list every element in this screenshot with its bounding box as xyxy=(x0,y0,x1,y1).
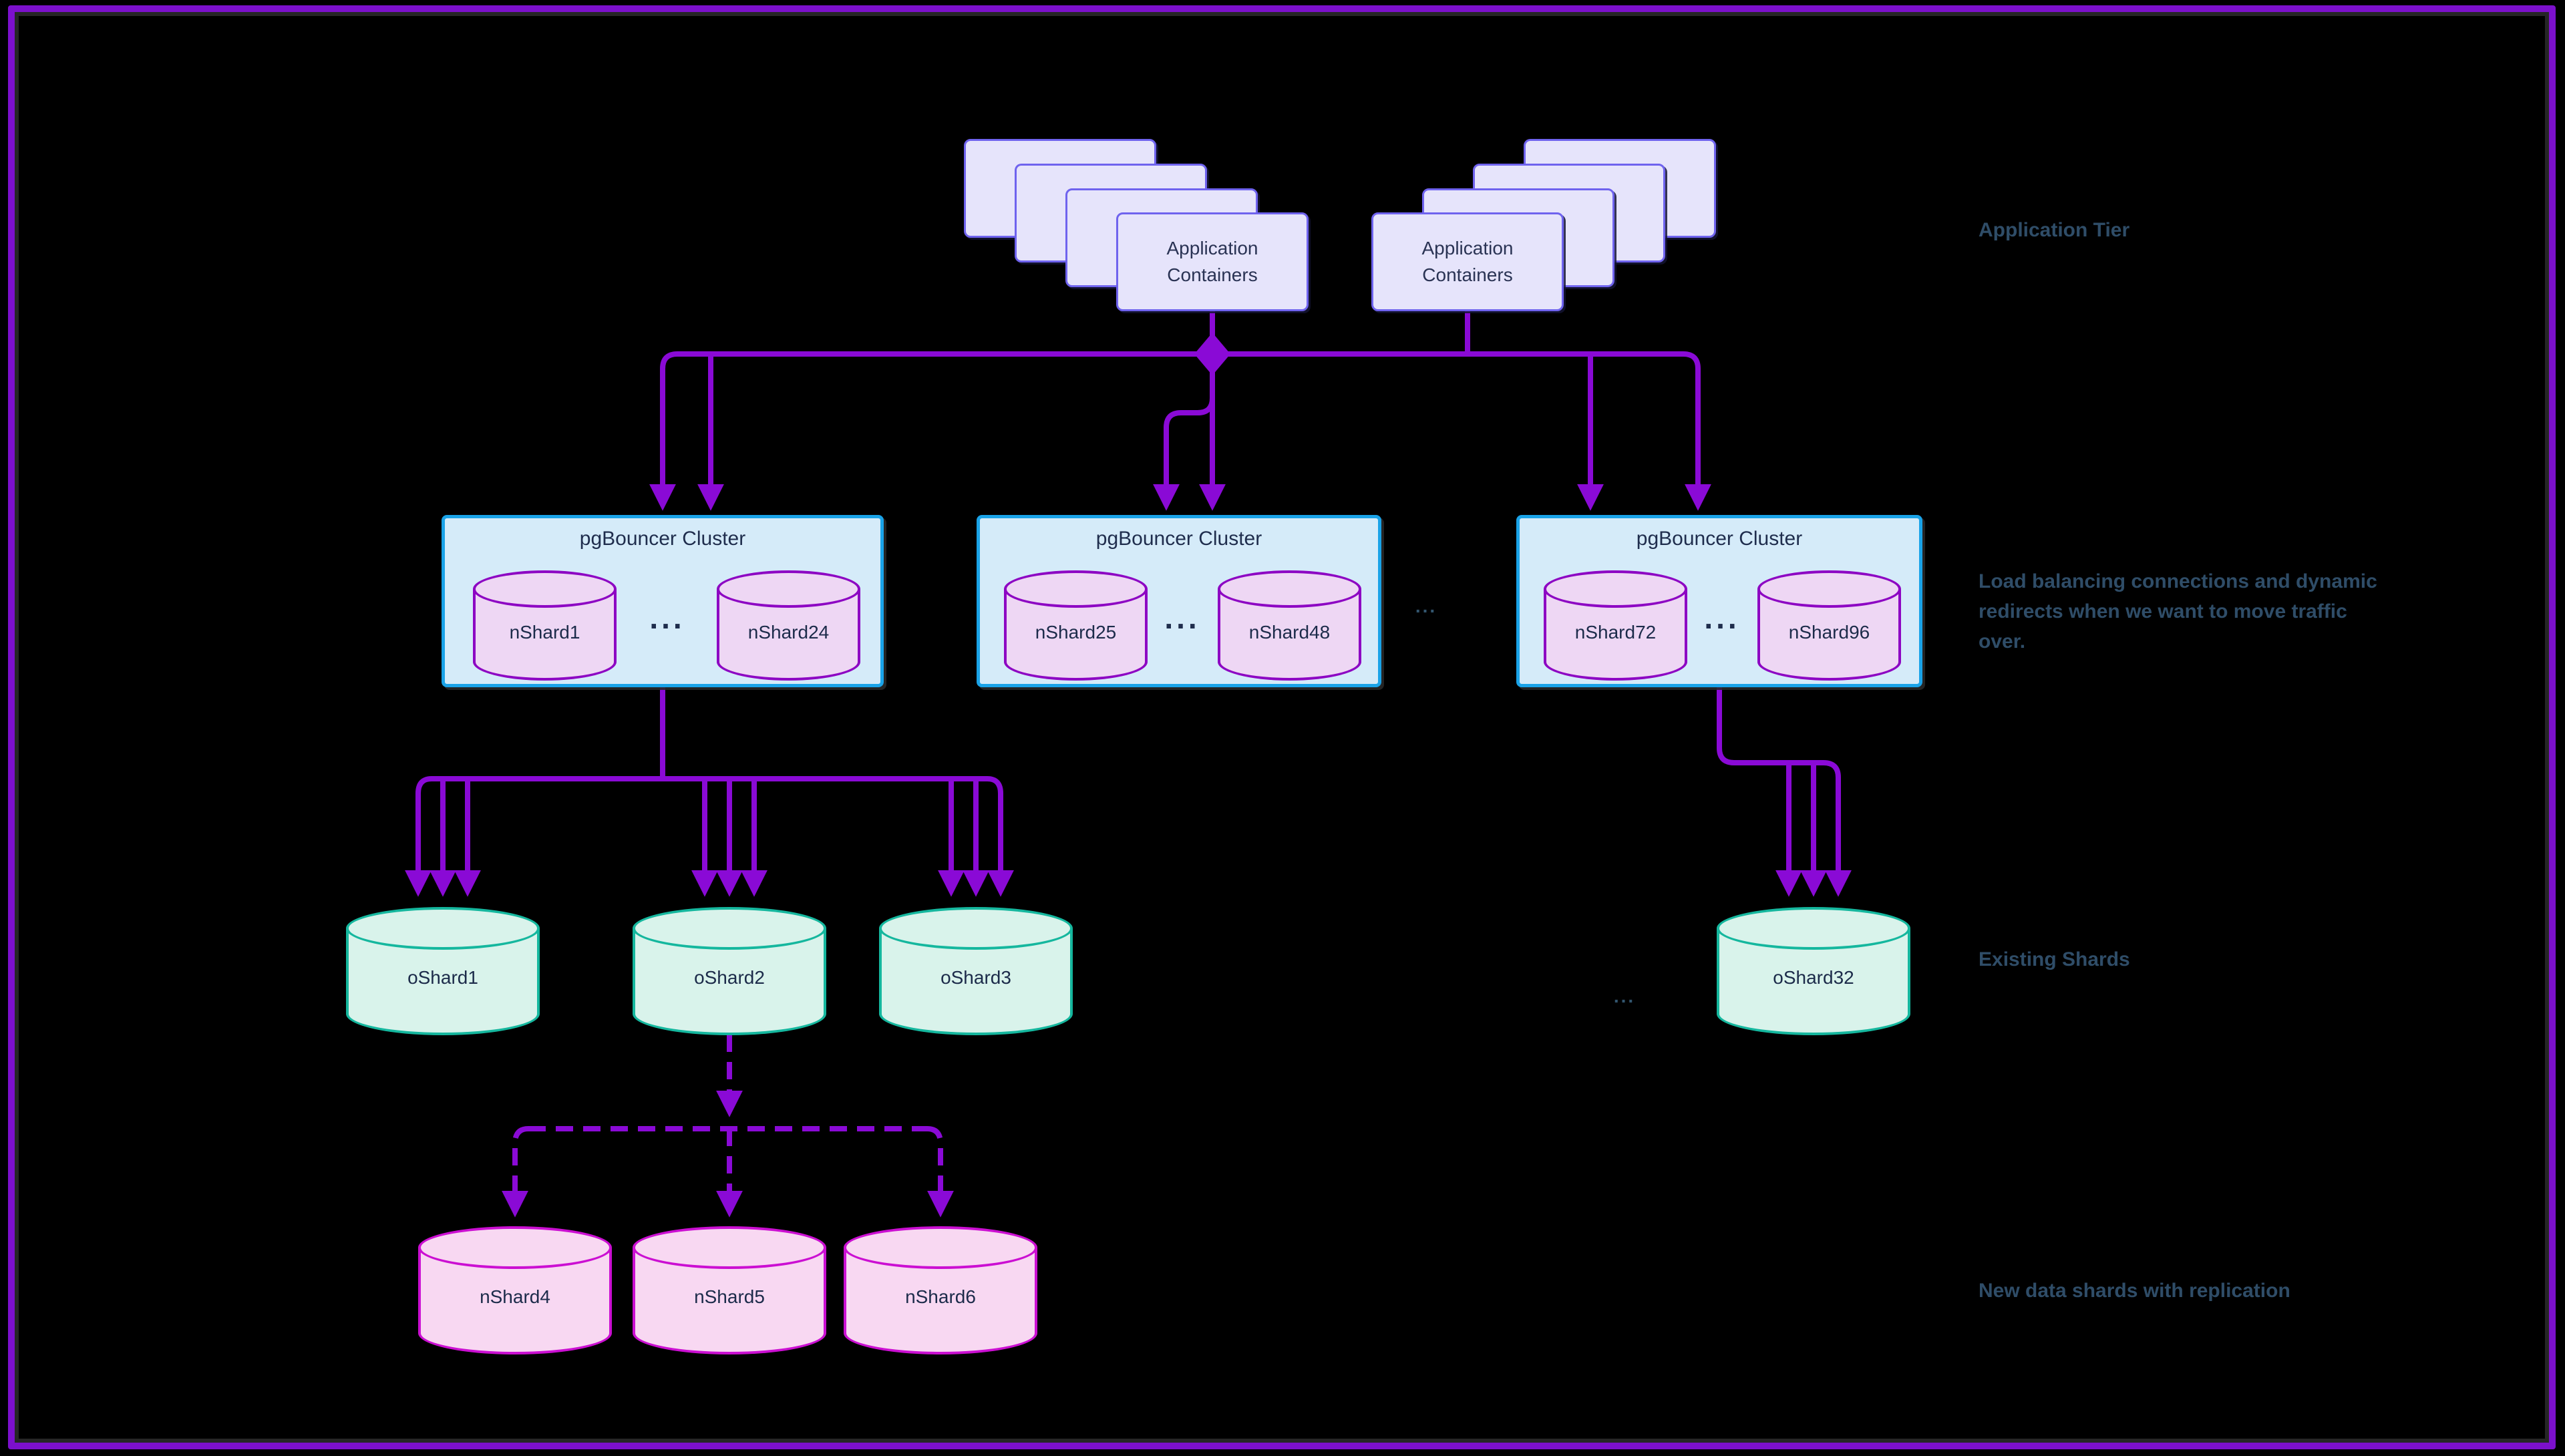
app-stack-right-label-line1: Application xyxy=(1421,238,1514,258)
nshard6-cylinder: nShard6 xyxy=(844,1226,1037,1354)
app-stack-right: Application Containers xyxy=(1371,212,1564,311)
nshard5-label: nShard5 xyxy=(694,1286,765,1307)
pgbouncer-cluster-1: pgBouncer Cluster nShard1 ... nShard24 xyxy=(442,515,884,687)
cylinder-cap xyxy=(1004,570,1148,608)
app-stack-left: Application Containers xyxy=(1116,212,1309,311)
app-stack-right-label-line2: Containers xyxy=(1422,264,1513,285)
app-stack-left-label-line1: Application xyxy=(1166,238,1258,258)
load-balancing-note-line3: over. xyxy=(1979,630,2026,653)
cylinder-cap xyxy=(473,570,617,608)
nshard4-cylinder: nShard4 xyxy=(418,1226,612,1354)
nshard96-label: nShard96 xyxy=(1788,621,1870,643)
nshard48-label: nShard48 xyxy=(1248,621,1331,643)
nshard25-cylinder: nShard25 xyxy=(1004,570,1148,681)
oshard32-label: oShard32 xyxy=(1773,967,1854,988)
cylinder-cap xyxy=(633,1226,826,1269)
cylinder-cap xyxy=(418,1226,612,1269)
application-tier-label: Application Tier xyxy=(1979,219,2130,241)
pgbouncer-cluster-1-title: pgBouncer Cluster xyxy=(579,528,746,550)
nshard72-cylinder: nShard72 xyxy=(1544,570,1687,681)
nshard6-label: nShard6 xyxy=(905,1286,976,1307)
between-clusters-ellipsis: ... xyxy=(1415,596,1437,616)
nshard72-label: nShard72 xyxy=(1574,621,1657,643)
new-shards-label: New data shards with replication xyxy=(1979,1280,2290,1302)
cylinder-cap xyxy=(879,907,1073,950)
oshard1-cylinder: oShard1 xyxy=(346,907,540,1035)
cluster-1-ellipsis: ... xyxy=(649,600,685,635)
existing-shards-label: Existing Shards xyxy=(1979,948,2130,970)
nshard4-label: nShard4 xyxy=(480,1286,550,1307)
cluster-3-ellipsis: ... xyxy=(1704,600,1740,635)
nshard48-cylinder: nShard48 xyxy=(1218,570,1361,681)
cylinder-cap xyxy=(1757,570,1901,608)
oshard32-cylinder: oShard32 xyxy=(1717,907,1910,1035)
cylinder-cap xyxy=(346,907,540,950)
cylinder-cap xyxy=(633,907,826,950)
oshard2-label: oShard2 xyxy=(694,967,765,988)
cylinder-cap xyxy=(1717,907,1910,950)
oshard2-cylinder: oShard2 xyxy=(633,907,826,1035)
cluster-2-ellipsis: ... xyxy=(1164,600,1200,635)
pgbouncer-cluster-2-title: pgBouncer Cluster xyxy=(1095,528,1262,550)
nshard5-cylinder: nShard5 xyxy=(633,1226,826,1354)
nshard1-label: nShard1 xyxy=(509,621,580,643)
nshard24-label: nShard24 xyxy=(747,621,830,643)
oshard1-label: oShard1 xyxy=(407,967,478,988)
oshard3-label: oShard3 xyxy=(940,967,1011,988)
oshard3-cylinder: oShard3 xyxy=(879,907,1073,1035)
cylinder-cap xyxy=(717,570,860,608)
nshard96-cylinder: nShard96 xyxy=(1757,570,1901,681)
app-stack-left-label-line2: Containers xyxy=(1167,264,1258,285)
diagram-frame-border xyxy=(8,5,2556,1449)
cylinder-cap xyxy=(1218,570,1361,608)
pgbouncer-cluster-3-title: pgBouncer Cluster xyxy=(1636,528,1803,550)
load-balancing-note-line2: redirects when we want to move traffic xyxy=(1979,600,2347,622)
nshard25-label: nShard25 xyxy=(1035,621,1117,643)
load-balancing-note: Load balancing connections and dynamic r… xyxy=(1979,566,2379,657)
between-oshards-ellipsis: ... xyxy=(1613,986,1636,1007)
cylinder-cap xyxy=(844,1226,1037,1269)
cylinder-cap xyxy=(1544,570,1687,608)
pgbouncer-cluster-2: pgBouncer Cluster nShard25 ... nShard48 xyxy=(977,515,1381,687)
nshard24-cylinder: nShard24 xyxy=(717,570,860,681)
load-balancing-note-line1: Load balancing connections and dynamic xyxy=(1979,570,2377,592)
pgbouncer-cluster-3: pgBouncer Cluster nShard72 ... nShard96 xyxy=(1516,515,1922,687)
nshard1-cylinder: nShard1 xyxy=(473,570,617,681)
